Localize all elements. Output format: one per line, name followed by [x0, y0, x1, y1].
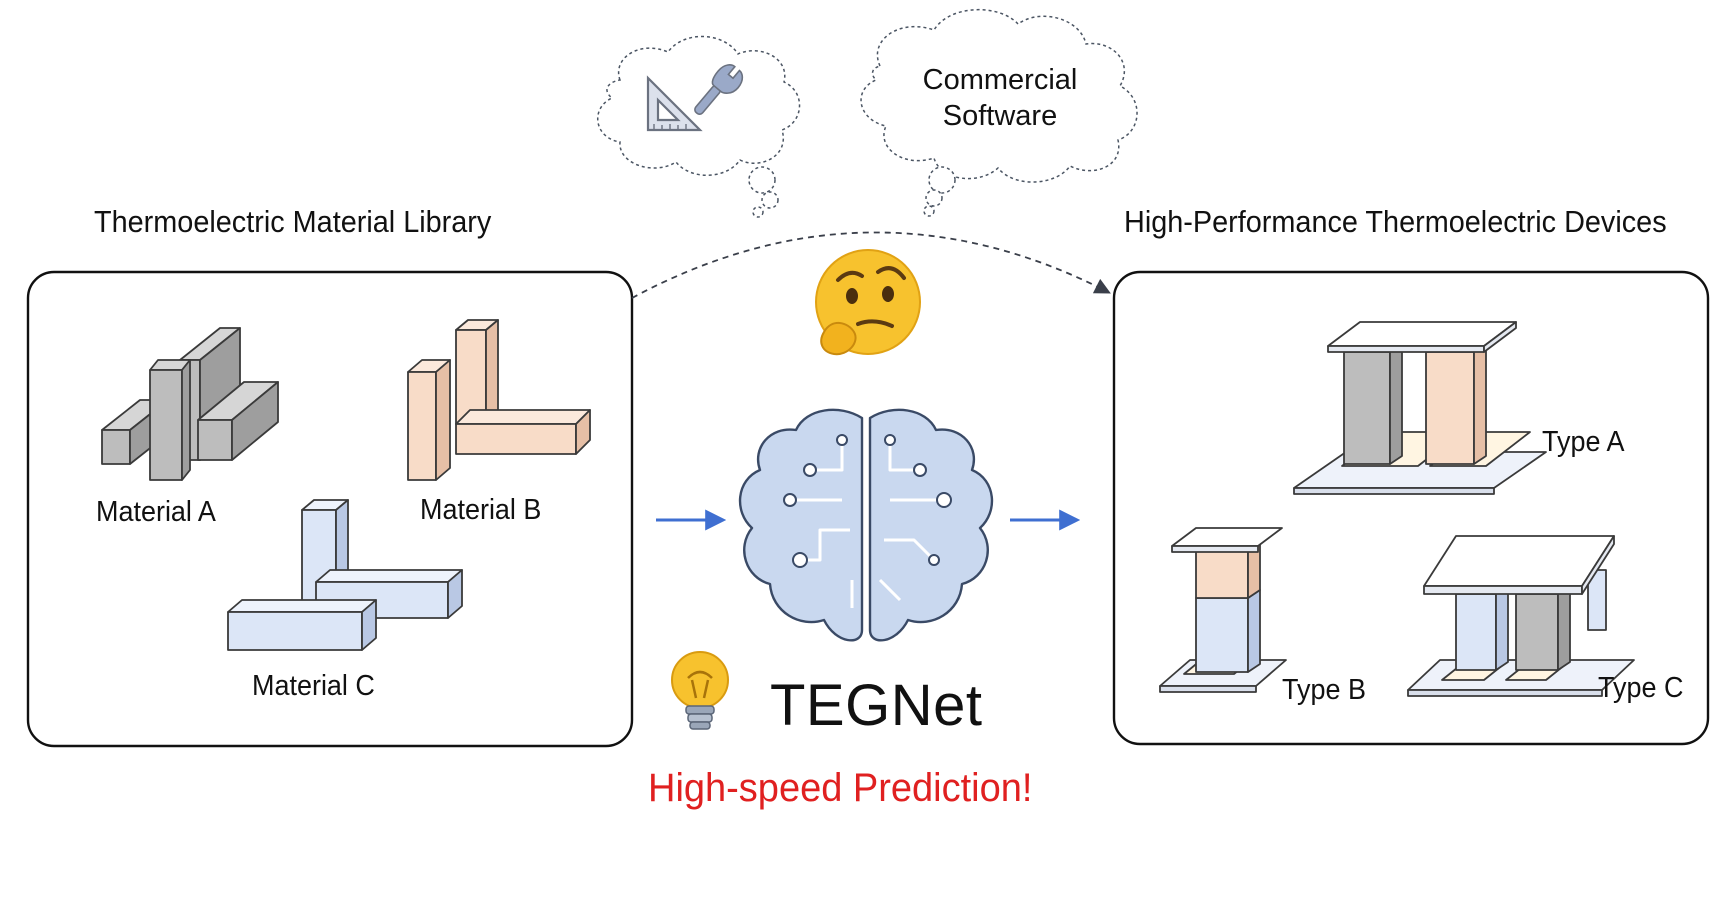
type-b-device — [1159, 527, 1287, 693]
type-c-label: Type C — [1598, 672, 1684, 704]
type-c-device — [1407, 535, 1635, 697]
tegnet-title: TEGNet — [770, 673, 983, 738]
devices-title: High-Performance Thermoelectric Devices — [1124, 204, 1667, 239]
set-square-icon — [646, 75, 703, 132]
material-a-blocks — [101, 327, 279, 481]
material-c-blocks — [227, 499, 463, 651]
wrench-icon — [694, 64, 744, 116]
software-cloud — [860, 8, 1138, 217]
material-b-label: Material B — [420, 494, 542, 526]
type-a-label: Type A — [1542, 426, 1625, 458]
library-title: Thermoelectric Material Library — [94, 204, 492, 239]
material-a-label: Material A — [96, 496, 216, 528]
software-line-1: Commercial — [922, 64, 1078, 96]
type-b-label: Type B — [1282, 674, 1366, 706]
type-a-device — [1293, 321, 1547, 495]
lightbulb-icon — [671, 651, 729, 730]
brain-circuit-icon — [738, 408, 994, 642]
software-line-2: Software — [942, 100, 1058, 132]
material-b-blocks — [407, 319, 591, 481]
prediction-tagline: High-speed Prediction! — [648, 766, 1033, 810]
material-c-label: Material C — [252, 670, 375, 702]
thinking-face-icon — [815, 249, 921, 356]
tools-cloud — [596, 35, 801, 218]
commercial-software-label: Commercial Software — [900, 62, 1100, 134]
